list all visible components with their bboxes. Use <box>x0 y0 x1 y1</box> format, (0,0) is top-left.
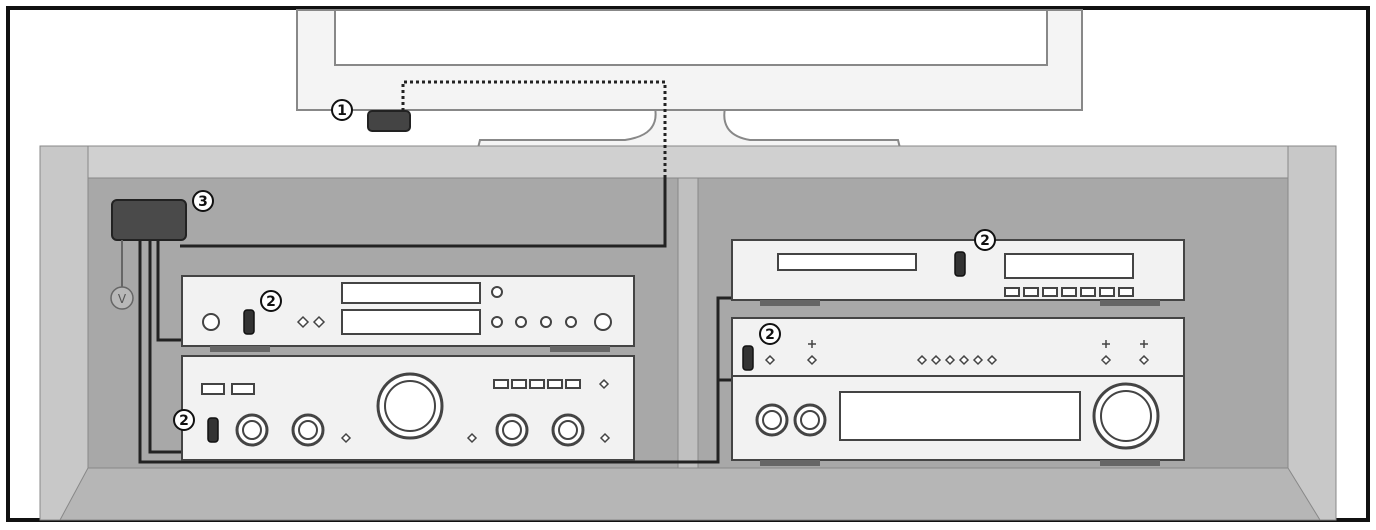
cabinet-left-side <box>39 145 89 521</box>
right-receiver <box>731 375 1185 466</box>
ir-emitter <box>243 309 255 335</box>
amp-button <box>201 383 225 395</box>
amp-diamonds <box>340 378 611 444</box>
callout-2-d-label: 2 <box>765 327 775 343</box>
cabinet-right-side <box>1287 145 1337 521</box>
cd-diamond <box>296 315 326 329</box>
callout-2-c: 2 <box>974 229 996 251</box>
cd-knob-right <box>594 313 612 331</box>
cd-button <box>491 286 503 298</box>
callout-3-label: 3 <box>198 194 208 210</box>
cd-knob-left <box>202 313 220 331</box>
tuner-slot <box>777 253 917 271</box>
cabinet-top-edge <box>87 145 1289 179</box>
cd-button <box>515 316 527 328</box>
callout-2-b: 2 <box>173 409 195 431</box>
callout-1: 1 <box>331 99 353 121</box>
control-unit-body <box>731 317 1185 377</box>
cd-button <box>565 316 577 328</box>
cabinet-shelf <box>59 467 1321 521</box>
cd-button <box>491 316 503 328</box>
tuner-buttons <box>1004 287 1134 297</box>
callout-2-a: 2 <box>260 290 282 312</box>
control-diamonds <box>764 354 1150 366</box>
tuner-foot-right <box>1100 300 1160 306</box>
control-plus-marks <box>808 340 1148 348</box>
ir-emitter <box>954 251 966 277</box>
cd-player-foot-left <box>210 346 270 352</box>
left-amplifier <box>181 355 635 461</box>
cd-player-foot-right <box>550 346 610 352</box>
ir-emitter <box>207 417 219 443</box>
receiver-cable-dotted <box>401 80 667 178</box>
amp-knob <box>558 420 578 440</box>
callout-2-d: 2 <box>759 323 781 345</box>
tv-screen <box>334 9 1048 66</box>
callout-2-a-label: 2 <box>266 294 276 310</box>
receiver-foot-left <box>760 460 820 466</box>
right-control-unit <box>731 317 1185 377</box>
left-cd-player <box>181 275 635 352</box>
cd-button <box>540 316 552 328</box>
receiver-knob <box>800 410 820 430</box>
receiver-display <box>839 391 1081 441</box>
tuner-display <box>1004 253 1134 279</box>
cd-display-top <box>341 282 481 304</box>
callout-2-b-label: 2 <box>179 413 189 429</box>
amp-knob <box>502 420 522 440</box>
cabinet-divider <box>677 177 699 469</box>
amp-volume-knob-inner <box>384 380 436 432</box>
cd-display-bottom <box>341 309 481 335</box>
tuner-foot-left <box>760 300 820 306</box>
receiver-cable <box>180 178 667 248</box>
power-outlet <box>110 286 134 310</box>
amp-knob <box>298 420 318 440</box>
callout-3: 3 <box>192 190 214 212</box>
receiver-knob <box>762 410 782 430</box>
amp-knob <box>242 420 262 440</box>
amp-button <box>231 383 255 395</box>
receiver-volume-knob-inner <box>1100 390 1152 442</box>
ir-hub <box>111 199 187 241</box>
amp-small-buttons <box>493 379 581 389</box>
power-symbol: V <box>118 292 127 306</box>
callout-1-label: 1 <box>337 103 347 119</box>
receiver-foot-right <box>1100 460 1160 466</box>
ir-emitter <box>742 345 754 371</box>
ir-receiver <box>367 110 411 132</box>
callout-2-c-label: 2 <box>980 233 990 249</box>
